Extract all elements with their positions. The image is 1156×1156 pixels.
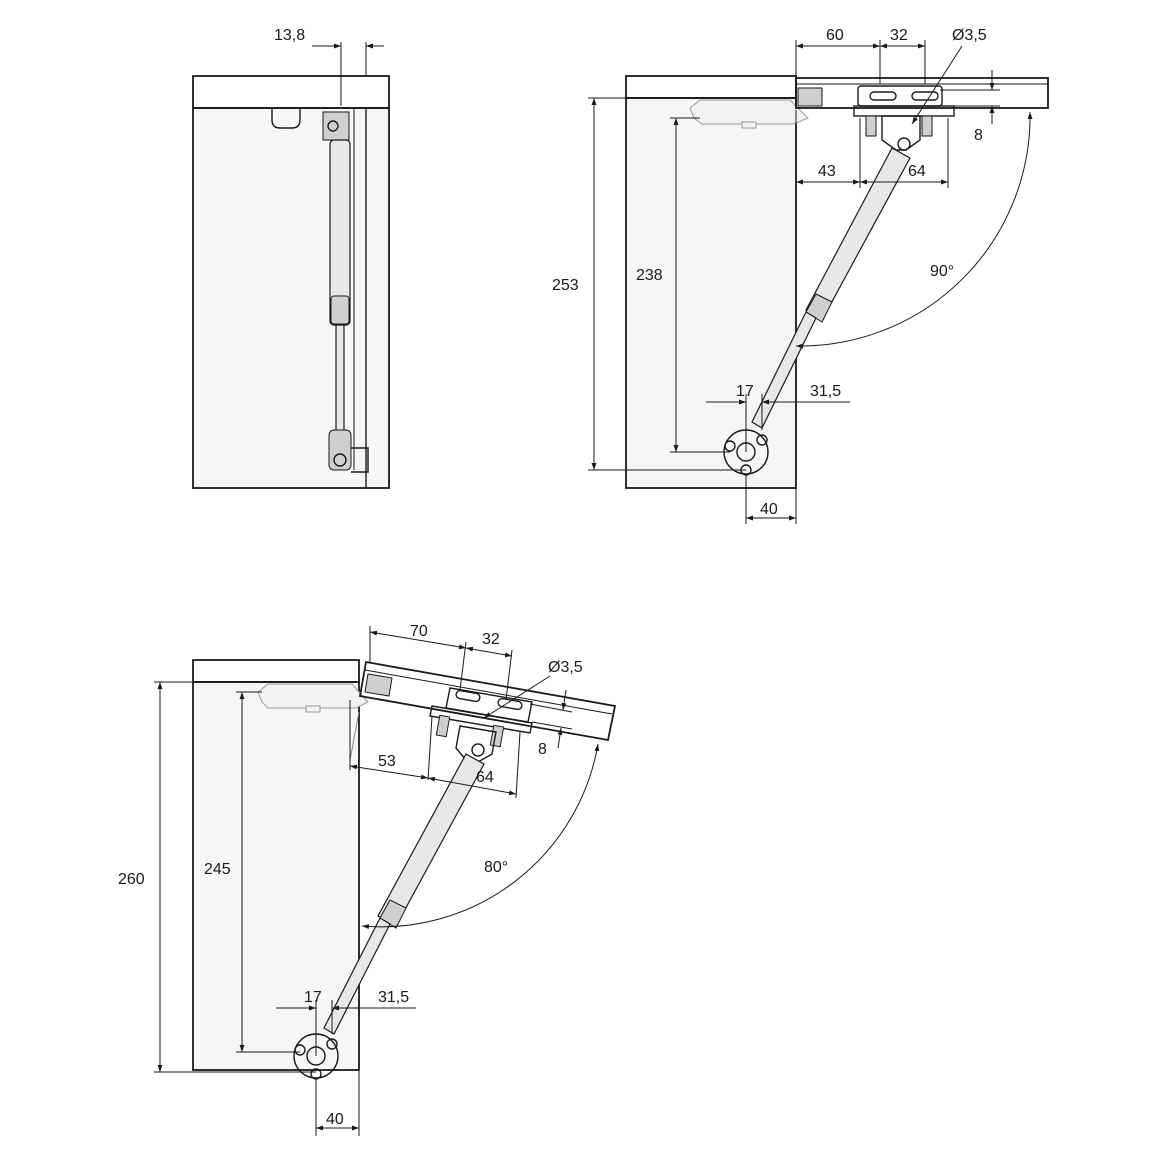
dim-label-31-5: 31,5 — [810, 383, 841, 400]
ext-line — [531, 721, 573, 730]
dim-arrow — [427, 776, 517, 796]
slot-hole — [869, 91, 897, 101]
dim-label-31-5: 31,5 — [378, 989, 409, 1006]
dim-label-32: 32 — [890, 27, 908, 44]
bracket-pin — [471, 743, 485, 757]
dim-label-17: 17 — [304, 989, 322, 1006]
dim-label-40: 40 — [326, 1111, 344, 1128]
dim-label-238: 238 — [636, 267, 663, 284]
angle-arc — [361, 743, 600, 930]
leader-line — [483, 675, 551, 719]
plate-base — [429, 705, 533, 734]
bracket-pin — [897, 137, 911, 151]
dim-label-43: 43 — [818, 163, 836, 180]
dim-arrow — [369, 630, 467, 650]
mounting-plate — [445, 687, 533, 723]
dim-label-40: 40 — [760, 501, 778, 518]
dim-label-8: 8 — [974, 127, 983, 144]
view-open-80: 80° 70 32 Ø3,5 8 53 64 260 245 — [118, 623, 617, 1136]
plate-screw — [921, 115, 933, 137]
slot-hole — [911, 91, 939, 101]
dim-arrow — [349, 764, 429, 780]
dim-label-260: 260 — [118, 871, 145, 888]
slot-hole — [497, 697, 523, 711]
dim-label-64: 64 — [908, 163, 926, 180]
plate-screw — [435, 714, 451, 738]
dim-label-53: 53 — [378, 753, 396, 770]
dim-arrow — [557, 727, 563, 749]
upper-bracket — [322, 111, 350, 141]
opened-lid — [358, 660, 617, 742]
dim-label-angle: 80° — [484, 859, 508, 876]
ext-line — [427, 715, 433, 781]
dim-label-60: 60 — [826, 27, 844, 44]
cabinet-top — [625, 75, 797, 99]
hinge-ghost — [689, 99, 809, 125]
gas-strut-cylinder — [377, 753, 485, 927]
hinge-bump — [271, 108, 301, 129]
lower-mount-plate — [351, 447, 369, 473]
dim-label-diameter: Ø3,5 — [952, 27, 987, 44]
strut-seal — [330, 295, 350, 325]
lid-inner-line — [364, 669, 613, 715]
dim-label-64: 64 — [476, 769, 494, 786]
cabinet-side-panel — [192, 107, 390, 489]
dim-label-253: 253 — [552, 277, 579, 294]
lid-hinge-block — [797, 87, 823, 107]
cabinet-side-panel — [192, 681, 360, 1071]
dim-label-70: 70 — [410, 623, 428, 640]
lower-mount-screw — [724, 440, 736, 452]
dim-label-diameter: Ø3,5 — [548, 659, 583, 676]
ext-line — [505, 649, 513, 701]
view-open-90: 90° 60 32 Ø3,5 8 43 64 253 238 — [552, 27, 1049, 524]
lower-mount-bolt — [333, 453, 347, 467]
plate-screw — [489, 724, 505, 748]
leader-line — [911, 45, 963, 125]
view-closed: 13,8 — [192, 27, 390, 489]
ext-line — [529, 703, 573, 713]
opened-lid — [795, 77, 1049, 109]
dim-label-13-8: 13,8 — [274, 27, 305, 44]
cabinet-side-panel — [625, 97, 797, 489]
dim-label-angle: 90° — [930, 263, 954, 280]
lower-mount-screw — [326, 1038, 338, 1050]
angle-arc — [795, 111, 1033, 349]
lower-mount-screw — [756, 434, 768, 446]
hinge-ghost-tab — [741, 121, 757, 129]
bracket-screw — [327, 120, 339, 132]
ext-line — [515, 731, 521, 799]
plate-screw — [865, 115, 877, 137]
piston-rod — [335, 324, 345, 434]
cabinet-top-lid — [192, 75, 390, 109]
dim-arrow — [561, 689, 567, 711]
cabinet-top — [192, 659, 360, 683]
lid-hinge-block — [364, 673, 393, 697]
dim-label-32: 32 — [482, 631, 500, 648]
hinge-ghost-tab — [305, 705, 321, 713]
lower-mount — [328, 429, 352, 471]
ext-line — [459, 641, 467, 691]
dim-label-17: 17 — [736, 383, 754, 400]
dim-label-245: 245 — [204, 861, 231, 878]
dim-arrow — [465, 646, 513, 658]
slot-hole — [455, 689, 481, 703]
hinge-ghost — [257, 683, 369, 709]
dim-label-8: 8 — [538, 741, 547, 758]
hinge-ghost-line — [349, 711, 360, 761]
lower-mount-screw — [294, 1044, 306, 1056]
